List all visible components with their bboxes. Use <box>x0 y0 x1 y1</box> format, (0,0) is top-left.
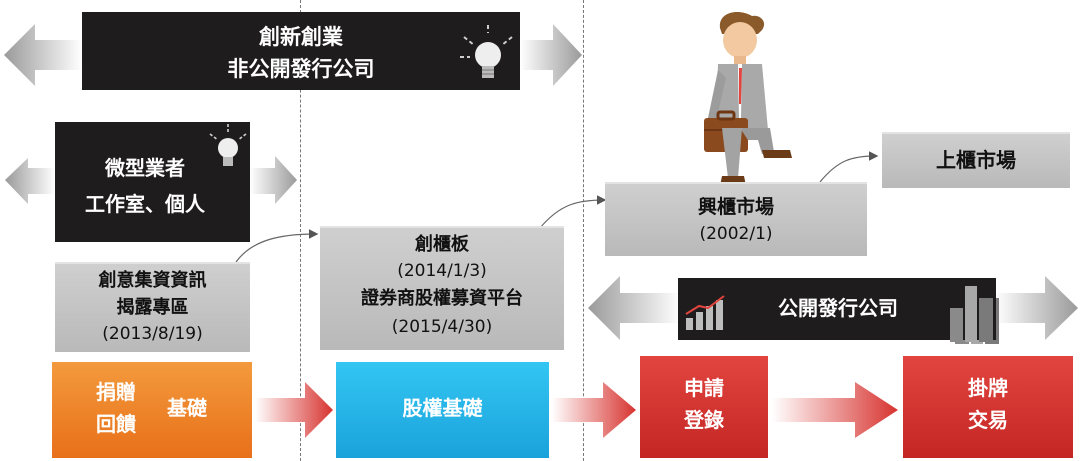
micro-business-box: 微型業者 工作室、個人 <box>55 122 250 242</box>
public-left-arrow <box>588 276 680 340</box>
businessman-figure <box>704 12 792 186</box>
emerging-market-box: 興櫃市場 (2002/1) <box>605 182 867 256</box>
micro-right-arrow <box>250 156 297 204</box>
connector-emerging-to-otc <box>819 151 879 183</box>
micro-left-arrow <box>5 158 55 204</box>
register-box-bg <box>640 356 768 458</box>
listing-line2: 交易 <box>968 408 1008 432</box>
listing-box-bg <box>903 356 1073 458</box>
donation-side-label: 基礎 <box>167 396 207 420</box>
listing-line1: 掛牌 <box>968 376 1008 400</box>
donation-box-bg <box>52 362 252 458</box>
connector-creative-to-gogo <box>235 229 319 263</box>
micro-line1: 微型業者 <box>105 156 185 180</box>
top-banner-line1: 創新創業 <box>259 25 343 49</box>
register-line2: 登錄 <box>684 408 724 432</box>
flow-arrow-1 <box>255 382 333 438</box>
public-right-arrow <box>995 276 1078 340</box>
gogo-line1: 創櫃板 <box>415 234 469 255</box>
connector-gogo-to-emerging <box>539 195 607 229</box>
register-line1: 申請 <box>684 376 724 400</box>
creative-line2: 揭露專區 <box>116 297 189 318</box>
divider-line-left <box>300 0 301 461</box>
emerging-line1: 興櫃市場 <box>697 196 774 218</box>
gogo-line2: (2014/1/3) <box>397 261 487 281</box>
creative-line1: 創意集資資訊 <box>98 270 207 291</box>
gogo-line3: 證券商股權募資平台 <box>361 288 523 309</box>
creative-fundraising-box: 創意集資資訊 揭露專區 (2013/8/19) <box>55 262 250 352</box>
donation-line2: 回饋 <box>96 412 136 436</box>
micro-line2: 工作室、個人 <box>85 192 205 216</box>
top-banner-line2: 非公開發行公司 <box>227 57 375 81</box>
creative-line3: (2013/8/19) <box>102 324 203 344</box>
gogo-board-box: 創櫃板 (2014/1/3) 證券商股權募資平台 (2015/4/30) <box>320 226 564 350</box>
top-right-arrow <box>520 24 582 86</box>
public-label: 公開發行公司 <box>778 296 898 320</box>
divider-line-right <box>583 0 584 461</box>
equity-box-bg <box>336 362 549 458</box>
flow-arrow-2 <box>552 382 636 438</box>
emerging-line2: (2002/1) <box>699 224 773 244</box>
equity-label: 股權基礎 <box>402 396 483 420</box>
top-banner: 創新創業 非公開發行公司 <box>82 12 520 90</box>
gogo-line4: (2015/4/30) <box>391 317 493 337</box>
otc-market-box: 上櫃市場 <box>882 132 1070 188</box>
otc-label: 上櫃市場 <box>936 148 1016 172</box>
top-left-arrow <box>4 24 82 86</box>
public-company-banner: 公開發行公司 <box>678 278 996 340</box>
donation-line1: 捐贈 <box>96 380 136 404</box>
flow-arrow-3 <box>772 382 898 438</box>
